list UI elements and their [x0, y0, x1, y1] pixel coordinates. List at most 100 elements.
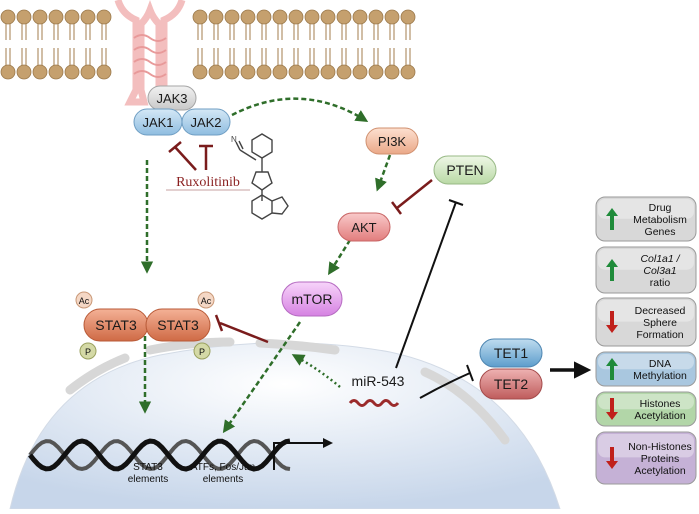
effect-label: Non-Histones: [628, 441, 692, 453]
svg-text:PTEN: PTEN: [446, 162, 483, 178]
ruxolitinib-label: Ruxolitinib: [176, 175, 240, 190]
jak3-node: JAK3: [147, 85, 197, 111]
lipid-head: [256, 64, 272, 80]
lipid-head: [208, 9, 224, 25]
lipid-head: [320, 9, 336, 25]
lipid-head: [368, 64, 384, 80]
lipid-head: [32, 9, 48, 25]
svg-text:JAK3: JAK3: [156, 91, 187, 106]
pten-node: PTEN: [433, 155, 497, 185]
svg-text:P: P: [199, 347, 205, 357]
up-arrow-icon: [606, 208, 618, 230]
lipid-head: [304, 64, 320, 80]
lipid-head: [208, 64, 224, 80]
lipid-head: [256, 9, 272, 25]
phospho-left: [79, 342, 97, 360]
lipid-head: [240, 64, 256, 80]
svg-text:Ac: Ac: [79, 296, 90, 306]
lipid-head: [336, 64, 352, 80]
lipid-head: [320, 64, 336, 80]
lipid-head: [64, 64, 80, 80]
tet2-node: TET2: [479, 368, 543, 400]
lipid-head: [368, 9, 384, 25]
svg-text:STAT3: STAT3: [157, 317, 199, 333]
nucleus: [9, 337, 561, 510]
inhibit-stat3: [214, 314, 269, 344]
svg-text:TET1: TET1: [494, 345, 528, 361]
receptor: [114, 0, 186, 106]
lipid-head: [48, 64, 64, 80]
svg-text:TET2: TET2: [494, 376, 528, 392]
arrow-mtor-to-dna: [222, 321, 302, 434]
activation-arrows: [138, 97, 392, 434]
lipid-head: [304, 9, 320, 25]
lipid-head: [384, 64, 400, 80]
effect-label: ratio: [650, 277, 671, 289]
lipid-head: [288, 9, 304, 25]
arrow-jak-to-pi3k: [231, 97, 369, 122]
lipid-head: [192, 9, 208, 25]
mir543-inhibits-tet: [419, 364, 474, 399]
effect-label: Genes: [645, 226, 676, 238]
lipid-head: [400, 9, 416, 25]
effect-label: Formation: [636, 329, 683, 341]
effect-label: Histones: [640, 398, 681, 410]
svg-text:JAK2: JAK2: [190, 115, 221, 130]
phospho-right: [193, 342, 211, 360]
lipid-head: [16, 64, 32, 80]
down-arrow-icon: [606, 311, 618, 333]
transcription-arrow: [273, 438, 333, 470]
stat3-elements-label-2: elements: [128, 474, 169, 485]
lipid-head: [80, 64, 96, 80]
acetyl-left: [75, 291, 93, 309]
down-arrow-icon: [606, 398, 618, 420]
lipid-head: [96, 9, 112, 25]
lipid-head: [192, 64, 208, 80]
svg-text:Ac: Ac: [201, 296, 212, 306]
svg-text:STAT3: STAT3: [95, 317, 137, 333]
arrow-akt-to-mtor: [328, 239, 352, 276]
pten-inhibits-akt: [391, 179, 433, 215]
mtor-node: mTOR: [281, 281, 343, 317]
lipid-head: [96, 64, 112, 80]
lipid-head: [224, 64, 240, 80]
svg-text:JAK1: JAK1: [142, 115, 173, 130]
effect-label: Metabolism: [633, 214, 687, 226]
effect-label: Decreased: [635, 305, 686, 317]
effect-label: Sphere: [643, 317, 677, 329]
effect-label: Acetylation: [634, 410, 686, 422]
svg-text:AKT: AKT: [351, 220, 376, 235]
jak1-node: JAK1: [133, 108, 183, 136]
lipid-head: [16, 9, 32, 25]
acetyl-right: [197, 291, 215, 309]
lipid-head: [80, 9, 96, 25]
mir543-label: miR-543: [352, 373, 405, 389]
stat3-dimer: STAT3 STAT3 Ac Ac P P: [75, 291, 215, 360]
lipid-head: [352, 9, 368, 25]
jak2-node: JAK2: [181, 108, 231, 136]
down-arrow-icon: [606, 447, 618, 469]
mir543-inhibits-pten: [395, 199, 464, 369]
lipid-head: [48, 9, 64, 25]
lipid-head: [384, 9, 400, 25]
lipid-head: [32, 64, 48, 80]
stat3-right: [145, 308, 211, 342]
atf-elements-label: ATFs, Fos/Jun: [191, 462, 255, 473]
pi3k-node: PI3K: [365, 127, 419, 155]
effect-label: Proteins: [641, 453, 680, 465]
arrow-pi3k-to-akt: [375, 154, 392, 192]
ruxolitinib-inhibition: [168, 141, 213, 171]
lipid-head: [64, 9, 80, 25]
lipid-head: [0, 64, 16, 80]
svg-text:mTOR: mTOR: [292, 291, 333, 307]
tet1-node: TET1: [479, 338, 543, 368]
effect-label: Col3a1: [643, 265, 676, 277]
akt-node: AKT: [337, 212, 391, 242]
cell-membrane: [0, 9, 416, 80]
